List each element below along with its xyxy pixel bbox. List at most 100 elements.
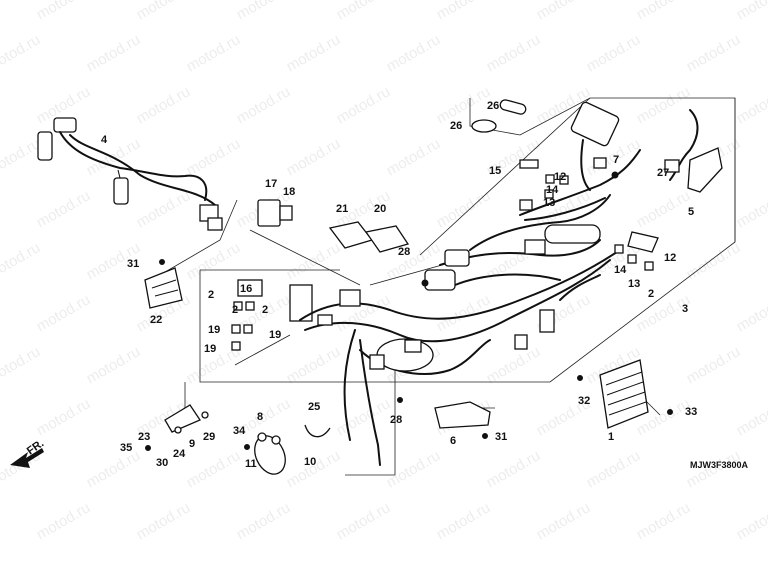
horn-10: [254, 432, 286, 475]
watermark-text: motod.ru: [284, 447, 344, 491]
callout-19: 19: [269, 329, 281, 341]
watermark-text: motod.ru: [734, 499, 768, 543]
watermark-text: motod.ru: [134, 499, 194, 543]
callout-14: 14: [614, 264, 627, 276]
callout-24: 24: [173, 448, 186, 460]
cover-21-20: [328, 221, 410, 253]
callout-14: 14: [546, 184, 559, 196]
watermark-text: motod.ru: [134, 83, 194, 127]
watermark-text: motod.ru: [584, 447, 644, 491]
watermark-text: motod.ru: [734, 291, 768, 335]
watermark-text: motod.ru: [384, 447, 444, 491]
callout-26: 26: [450, 120, 462, 132]
watermark-text: motod.ru: [184, 31, 244, 75]
callout-28: 28: [398, 246, 410, 258]
watermark-text: motod.ru: [0, 31, 43, 75]
callout-2: 2: [232, 304, 238, 316]
watermark-text: motod.ru: [334, 0, 394, 23]
watermark-layer: motod.ru motod.ru motod.ru motod.ru motod.ru…: [0, 0, 768, 543]
watermark-text: motod.ru: [684, 31, 744, 75]
bracket-22: [144, 267, 183, 309]
callout-19: 19: [208, 324, 220, 336]
callout-29: 29: [203, 431, 215, 443]
watermark-text: motod.ru: [634, 0, 694, 23]
callout-3: 3: [682, 303, 688, 315]
callout-25: 25: [308, 401, 320, 413]
watermark-text: motod.ru: [34, 187, 94, 231]
main-harness-3: [299, 194, 621, 466]
watermark-text: motod.ru: [434, 187, 494, 231]
front-arrow-icon: FR.: [10, 437, 46, 468]
callout-18: 18: [283, 186, 295, 198]
callout-23: 23: [138, 431, 150, 443]
callout-6: 6: [450, 435, 456, 447]
fasteners: [145, 171, 673, 451]
watermark-text: motod.ru: [684, 343, 744, 387]
callout-26: 26: [487, 100, 499, 112]
regulator-1: [599, 359, 649, 429]
watermark-text: motod.ru: [34, 499, 94, 543]
diagram-code: MJW3F3800A: [690, 460, 749, 470]
watermark-text: motod.ru: [234, 499, 294, 543]
watermark-text: motod.ru: [134, 187, 194, 231]
watermark-text: motod.ru: [34, 291, 94, 335]
watermark-text: motod.ru: [34, 395, 94, 439]
watermark-text: motod.ru: [434, 291, 494, 335]
watermark-text: motod.ru: [134, 0, 194, 23]
callout-34: 34: [233, 425, 246, 437]
watermark-text: motod.ru: [634, 83, 694, 127]
clamp-25: [304, 424, 331, 438]
watermark-text: motod.ru: [234, 83, 294, 127]
callout-30: 30: [156, 457, 168, 469]
sub-harness-4: [37, 117, 223, 231]
watermark-text: motod.ru: [734, 83, 768, 127]
watermark-text: motod.ru: [84, 343, 144, 387]
watermark-text: motod.ru: [334, 83, 394, 127]
watermark-text: motod.ru: [0, 343, 43, 387]
callout-27: 27: [657, 167, 669, 179]
watermark-text: motod.ru: [284, 135, 344, 179]
watermark-text: motod.ru: [84, 31, 144, 75]
watermark-text: motod.ru: [84, 447, 144, 491]
callout-16: 16: [240, 283, 252, 295]
callout-10: 10: [304, 456, 316, 468]
watermark-text: motod.ru: [334, 395, 394, 439]
watermark-text: motod.ru: [384, 135, 444, 179]
watermark-text: motod.ru: [734, 0, 768, 23]
callout-9: 9: [189, 438, 195, 450]
watermark-text: motod.ru: [684, 239, 744, 283]
watermark-text: motod.ru: [234, 0, 294, 23]
watermark-text: motod.ru: [484, 343, 544, 387]
callout-19: 19: [204, 343, 216, 355]
callout-12: 12: [664, 252, 676, 264]
watermark-text: motod.ru: [34, 0, 94, 23]
callout-8: 8: [257, 411, 263, 423]
callout-21: 21: [336, 203, 348, 215]
callout-7: 7: [613, 154, 619, 166]
callout-31: 31: [127, 258, 139, 270]
watermark-text: motod.ru: [634, 187, 694, 231]
watermark-text: motod.ru: [184, 135, 244, 179]
watermark-text: motod.ru: [434, 499, 494, 543]
watermark-text: motod.ru: [334, 499, 394, 543]
watermark-text: motod.ru: [734, 187, 768, 231]
callout-17: 17: [265, 178, 277, 190]
watermark-text: motod.ru: [284, 343, 344, 387]
callout-13: 13: [628, 278, 640, 290]
bracket-9: [164, 404, 209, 434]
callout-2: 2: [262, 304, 268, 316]
assembly-outline: [159, 97, 736, 476]
callout-22: 22: [150, 314, 162, 326]
watermark-text: motod.ru: [184, 239, 244, 283]
callout-2: 2: [208, 289, 214, 301]
watermark-text: motod.ru: [0, 135, 43, 179]
bracket-6: [434, 401, 491, 429]
watermark-text: motod.ru: [534, 499, 594, 543]
callout-28: 28: [390, 414, 402, 426]
callout-13: 13: [543, 197, 555, 209]
upper-harness-arm: [471, 99, 723, 271]
callout-35: 35: [120, 442, 132, 454]
watermark-text: motod.ru: [534, 0, 594, 23]
